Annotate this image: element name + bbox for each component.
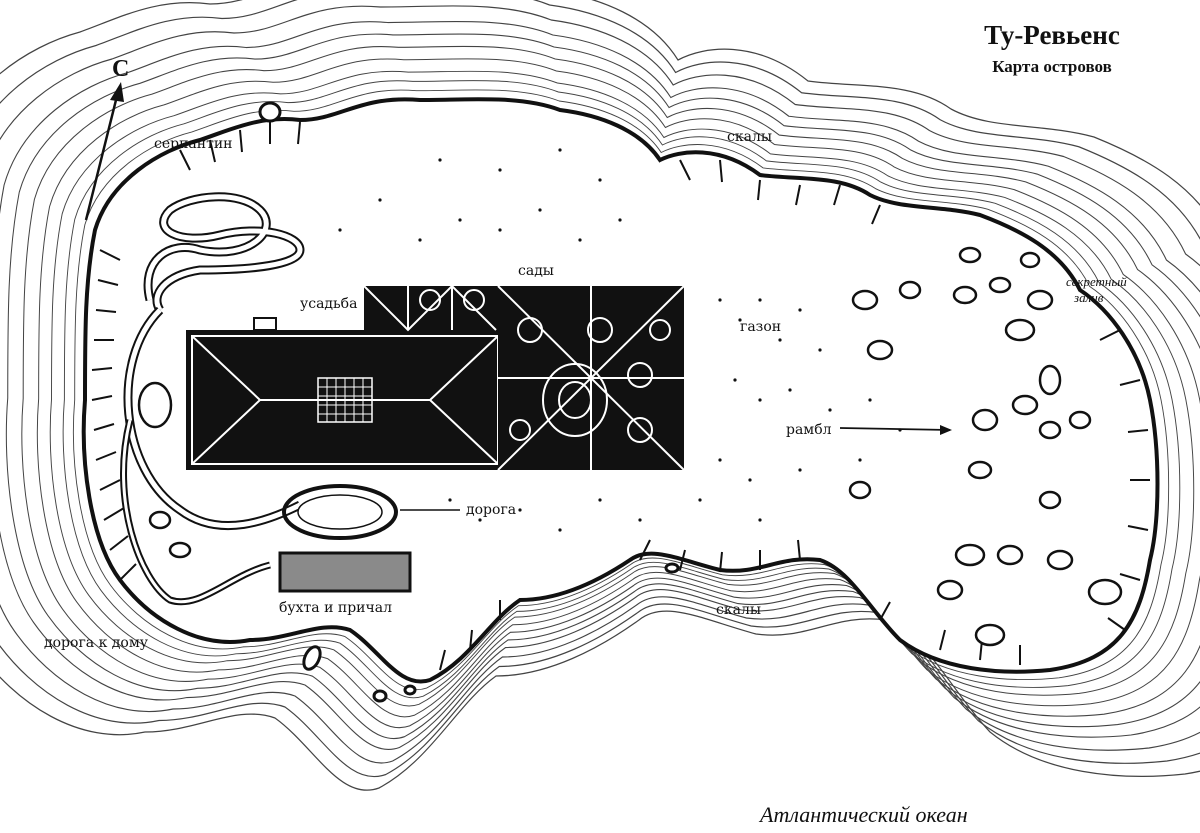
label-serpentine: серпантин [154, 136, 233, 152]
islets [258, 101, 680, 703]
label-gardens: сады [518, 263, 554, 279]
label-bay-and-pier: бухта и причал [279, 600, 393, 616]
subtitle-text: Карта островов [992, 57, 1112, 76]
map-title: Ту-Ревьенс Карта островов [952, 20, 1152, 77]
label-lawn: газон [740, 319, 782, 335]
label-road-to-house: дорога к дому [44, 635, 148, 651]
north-label: С [112, 56, 130, 82]
label-ramble: рамбл [786, 422, 832, 438]
cliff-hachures [91, 121, 1150, 671]
label-manor: усадьба [300, 296, 358, 312]
manor-house [186, 317, 504, 470]
driveway-loop [282, 484, 398, 540]
pier [278, 551, 412, 593]
label-secret-cove-2: залив [1074, 290, 1104, 305]
ocean-label: Атлантический океан [760, 802, 968, 827]
label-secret-cove-1: секретный [1066, 274, 1127, 289]
formal-gardens [363, 284, 685, 471]
label-road: дорога [466, 502, 517, 518]
road-to-house [120, 306, 303, 606]
label-cliffs-bottom: скалы [716, 602, 761, 618]
north-arrow-icon [84, 82, 124, 221]
title-text: Ту-Ревьенс [984, 20, 1120, 50]
serpentine-road-inner [145, 194, 303, 312]
lawn-stipple [338, 148, 902, 532]
boulders [137, 246, 1123, 647]
label-cliffs-top: скалы [727, 129, 772, 145]
ramble-arrow [839, 425, 952, 435]
